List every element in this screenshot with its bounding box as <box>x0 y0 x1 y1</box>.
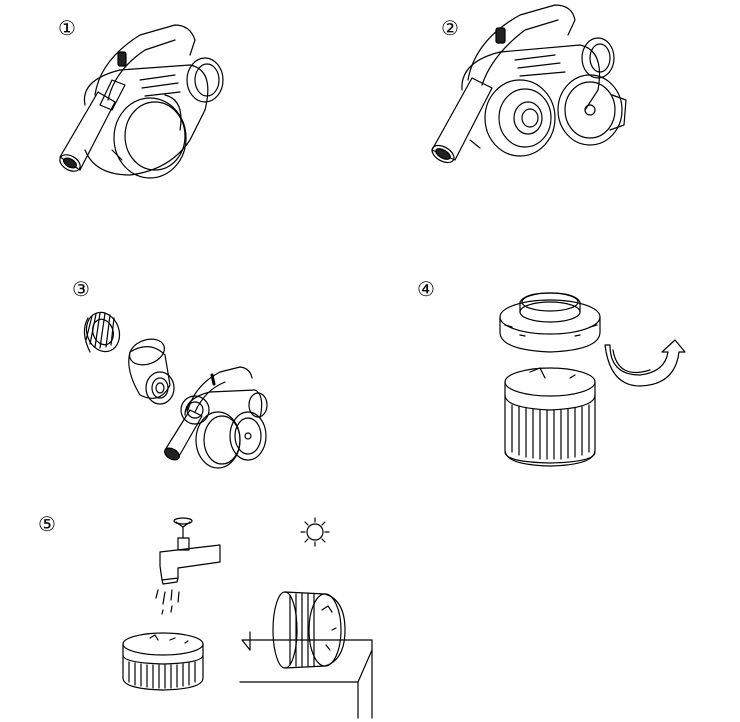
sun-icon <box>301 518 329 546</box>
handheld-vacuum-icon <box>57 25 223 178</box>
vacuum-open-lid-icon <box>429 5 626 166</box>
step-1-number: ① <box>58 16 76 40</box>
rotate-arrow-icon <box>605 340 685 386</box>
filter-drying <box>273 592 345 668</box>
step-5-number: ⑤ <box>38 512 56 536</box>
filter-washing <box>123 633 203 690</box>
filter-rotate-assembly <box>500 293 600 466</box>
step-4-number: ④ <box>417 277 435 301</box>
step-3-number: ③ <box>72 277 90 301</box>
exploded-filter-icon <box>81 308 267 468</box>
table-surface <box>240 632 372 718</box>
water-tap-icon <box>156 518 220 614</box>
filter-pleats <box>512 405 589 459</box>
step-2-number: ② <box>441 16 459 40</box>
